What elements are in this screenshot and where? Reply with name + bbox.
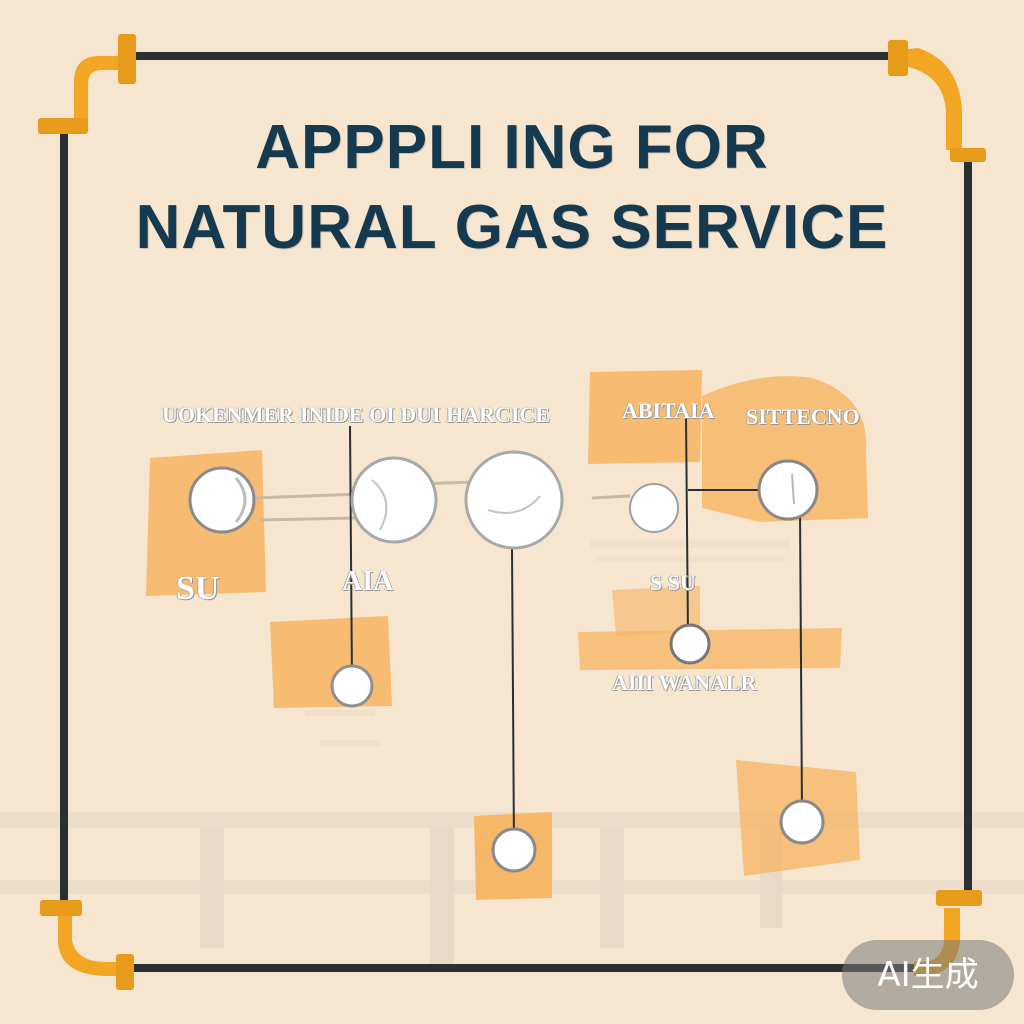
block-left-mid (270, 616, 392, 708)
orange-blocks (146, 370, 868, 900)
ai-generated-badge: AI生成 (842, 940, 1014, 1010)
diagram-label-8: AIII WANALR (612, 670, 757, 695)
gauge-right-top (757, 459, 819, 521)
corner-fitting-top-right (888, 40, 986, 162)
block-right-top-a (588, 370, 702, 464)
title-line-2: NATURAL GAS SERVICE (135, 193, 889, 262)
gauge-bottom-center (491, 827, 537, 873)
gauges (188, 450, 825, 873)
gauge-right-small (629, 483, 679, 533)
corner-fitting-bottom-left (40, 900, 134, 990)
diagram-label-6: AIA (342, 566, 394, 597)
background-pipes (0, 540, 1024, 968)
block-right-top-b (702, 376, 868, 522)
gauge-left (188, 466, 256, 534)
diagram-label-2: INIDE OI DUI HARCICE (300, 402, 550, 427)
diagram-label-4: SITTECNO (746, 404, 860, 429)
block-right-low (612, 586, 700, 636)
connector-lines (349, 415, 803, 847)
block-right-mid (578, 628, 842, 670)
connectors-horizontal (253, 480, 631, 522)
diagram-label-1: UOKENMER (162, 402, 294, 427)
title-line-1: APPPLI ING FOR (255, 113, 769, 182)
gauge-center-a (350, 456, 438, 544)
gauge-mid (669, 623, 711, 665)
diagram-label-3: ABITAIA (622, 398, 715, 423)
diagram-label-5: SU (176, 570, 220, 607)
corner-fitting-top-left (38, 34, 136, 134)
diagram-label-7: S SU (650, 570, 696, 595)
gauge-bottom-right (779, 799, 825, 845)
gauge-center-b (464, 450, 564, 550)
gauge-left-low (330, 664, 374, 708)
pipe-frame (60, 52, 972, 972)
